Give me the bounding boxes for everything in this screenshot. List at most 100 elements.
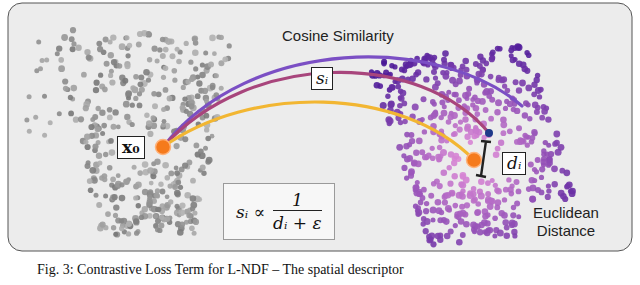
- cloud-point: [119, 226, 124, 231]
- cloud-point: [180, 105, 186, 111]
- cloud-point: [184, 41, 189, 46]
- cloud-point: [192, 50, 199, 57]
- cloud-point: [477, 63, 483, 69]
- cloud-point: [546, 183, 551, 188]
- cloud-point: [516, 125, 522, 131]
- cloud-point: [529, 196, 536, 203]
- cloud-point: [87, 178, 93, 184]
- cloud-point: [380, 102, 387, 109]
- cloud-point: [40, 58, 45, 63]
- cloud-point: [452, 156, 457, 161]
- cloud-point: [423, 208, 429, 214]
- cloud-point: [437, 183, 443, 189]
- cloud-point: [208, 62, 214, 68]
- source-point-cloud: [24, 27, 231, 237]
- cloud-point: [125, 63, 131, 69]
- cloud-point: [88, 187, 94, 193]
- cloud-point: [423, 228, 429, 234]
- cloud-point: [477, 54, 483, 60]
- cloud-point: [529, 139, 535, 145]
- cloud-point: [416, 138, 423, 145]
- cloud-point: [526, 186, 532, 192]
- cloud-point: [537, 94, 542, 99]
- cloud-point: [159, 215, 164, 220]
- cloud-point: [435, 199, 442, 206]
- cloud-point: [137, 103, 143, 109]
- cloud-point: [135, 182, 142, 189]
- cloud-point: [42, 94, 47, 99]
- cloud-point: [119, 218, 124, 223]
- cloud-point: [143, 69, 150, 76]
- cloud-point: [182, 163, 188, 169]
- cloud-point: [178, 185, 183, 190]
- formula-lhs: sᵢ ∝: [236, 202, 265, 222]
- cloud-point: [439, 210, 445, 216]
- cloud-point: [112, 194, 118, 200]
- cloud-point: [36, 40, 41, 45]
- cloud-point: [421, 187, 427, 193]
- figure-caption: Fig. 3: Contrastive Loss Term for L-NDF …: [37, 262, 404, 278]
- cloud-point: [103, 152, 108, 157]
- cloud-point: [504, 225, 510, 231]
- cloud-point: [88, 124, 94, 130]
- cloud-point: [539, 115, 545, 121]
- cloud-point: [447, 207, 452, 212]
- cloud-point: [119, 43, 126, 50]
- cloud-point: [104, 61, 110, 67]
- cloud-point: [387, 87, 392, 92]
- cloud-point: [209, 35, 216, 42]
- cloud-point: [151, 116, 157, 122]
- cloud-point: [70, 27, 76, 33]
- cloud-point: [63, 86, 69, 92]
- cloud-point: [398, 95, 404, 101]
- cloud-point: [489, 97, 495, 103]
- cloud-point: [452, 173, 458, 179]
- cloud-point: [430, 146, 435, 151]
- cloud-point: [456, 192, 463, 199]
- cloud-point: [137, 31, 143, 37]
- cloud-point: [507, 101, 513, 107]
- cloud-point: [493, 152, 500, 159]
- cloud-point: [27, 129, 32, 134]
- cloud-point: [381, 59, 387, 65]
- distance-caption: Euclidean Distance: [524, 204, 608, 240]
- cloud-point: [447, 181, 453, 187]
- cloud-point: [399, 66, 405, 72]
- cloud-point: [504, 232, 511, 239]
- distance-bracket: [476, 141, 491, 177]
- cloud-point: [139, 215, 144, 220]
- cloud-point: [192, 231, 197, 236]
- cloud-point: [513, 79, 519, 85]
- cloud-point: [189, 226, 195, 232]
- cloud-point: [492, 233, 497, 238]
- cloud-point: [147, 57, 152, 62]
- cloud-point: [154, 192, 160, 198]
- similarity-label-box: sᵢ: [311, 67, 333, 90]
- cloud-point: [163, 87, 169, 93]
- cloud-point: [86, 160, 91, 165]
- cloud-point: [442, 104, 447, 109]
- cloud-point: [495, 188, 501, 194]
- cloud-point: [560, 193, 567, 200]
- cloud-point: [401, 153, 406, 158]
- cloud-point: [164, 216, 170, 222]
- cloud-point: [552, 181, 558, 187]
- cloud-point: [108, 40, 113, 45]
- cloud-point: [383, 70, 389, 76]
- cloud-point: [467, 190, 473, 196]
- cloud-point: [84, 49, 90, 55]
- cloud-point: [477, 229, 483, 235]
- cloud-point: [413, 184, 420, 191]
- cloud-point: [559, 168, 565, 174]
- cloud-point: [475, 111, 481, 117]
- cloud-point: [136, 203, 141, 208]
- cloud-point: [158, 182, 163, 187]
- cloud-point: [94, 193, 99, 198]
- cloud-point: [439, 115, 444, 120]
- cloud-point: [558, 144, 565, 151]
- cloud-point: [415, 180, 420, 185]
- cloud-point: [151, 115, 156, 120]
- cloud-point: [83, 105, 89, 111]
- cloud-point: [545, 194, 551, 200]
